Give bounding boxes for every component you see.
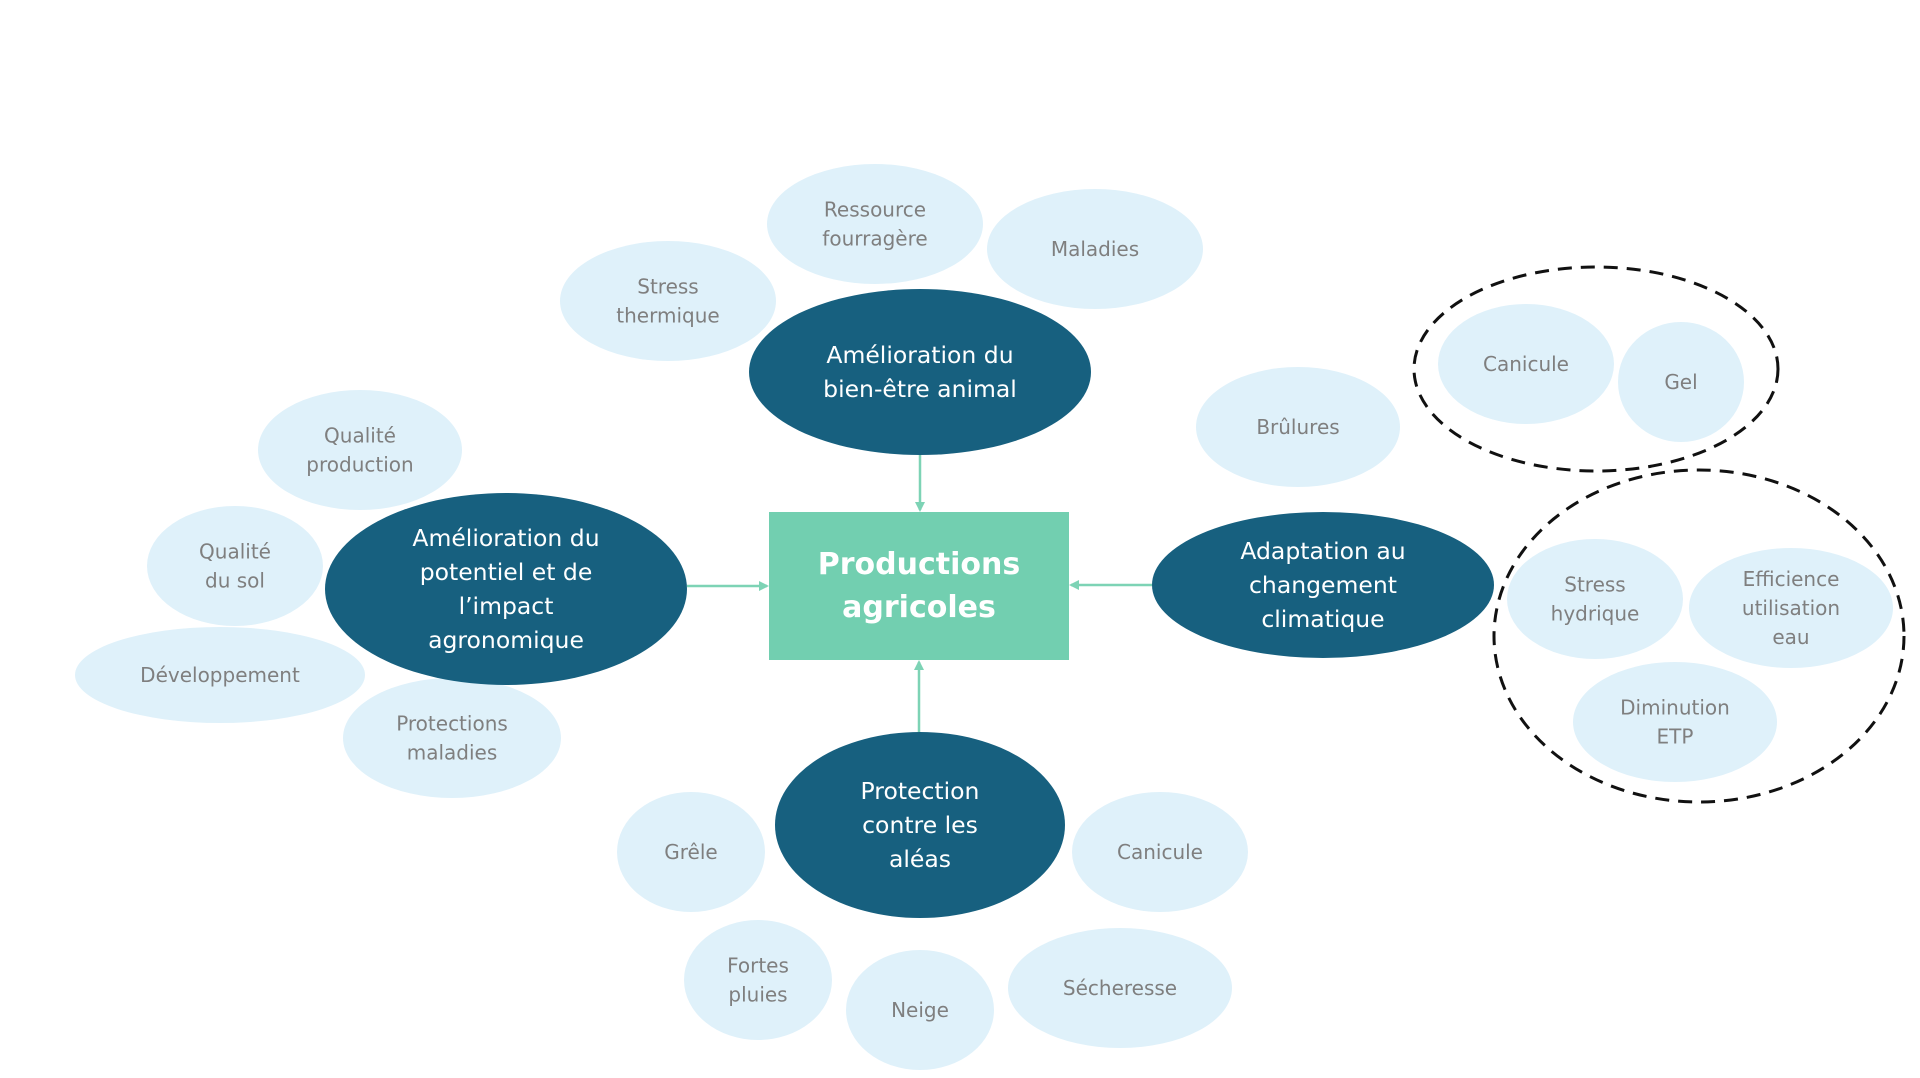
sub-topic-label: Brûlures [1256,415,1339,439]
sub-topic-bubble [560,241,776,361]
sub-topic-bubble [846,950,994,1070]
dashed-group-outline [1412,265,1780,473]
sub-topic-bubble [1507,539,1683,659]
sub-topic-bubble [1573,662,1777,782]
sub-topic-secheresse: Sécheresse [1008,928,1232,1048]
sub-topic-maladies: Maladies [987,189,1203,309]
sub-topic-label: Sécheresse [1063,976,1177,1000]
sub-topic-canicule: Canicule [1072,792,1248,912]
main-topic-ellipse [325,493,687,685]
sub-topic-bubble [1689,548,1893,668]
sub-topic-brulures: Brûlures [1196,367,1400,487]
sub-topic-canicule: Canicule [1438,304,1614,424]
main-topic-ellipse [749,289,1091,455]
sub-topic-bubble [1438,304,1614,424]
main-topic-ellipse [775,732,1065,918]
dashed-group-1 [1412,265,1780,473]
sub-topic-bubble [258,390,462,510]
sub-topic-neige: Neige [846,950,994,1070]
sub-topic-label: Grêle [664,840,717,864]
main-topic-ellipse [1152,512,1494,658]
sub-topic-bubble [684,920,832,1040]
sub-topic-bubble [147,506,323,626]
sub-topic-developpement: Développement [75,627,365,723]
sub-topic-label: Développement [140,663,300,687]
sub-topic-bubble [1072,792,1248,912]
sub-topic-label: Canicule [1117,840,1203,864]
sub-topic-label: Gel [1664,370,1697,394]
sub-topic-bubble [75,627,365,723]
sub-topic-grele: Grêle [617,792,765,912]
sub-topic-bubble [617,792,765,912]
dashed-group-outline [1492,468,1906,804]
sub-topic-gel: Gel [1618,322,1744,442]
sub-topic-bubble [1196,367,1400,487]
sub-topic-bubble [1618,322,1744,442]
sub-topic-bubble [1008,928,1232,1048]
sub-topic-label: Neige [891,998,949,1022]
sub-topic-bubble [767,164,983,284]
dashed-group-2 [1492,468,1906,804]
sub-topic-label: Maladies [1051,237,1139,261]
sub-topic-bubble [987,189,1203,309]
sub-topic-label: Canicule [1483,352,1569,376]
central-topic-box [769,512,1069,660]
sub-topic-bubble [343,678,561,798]
